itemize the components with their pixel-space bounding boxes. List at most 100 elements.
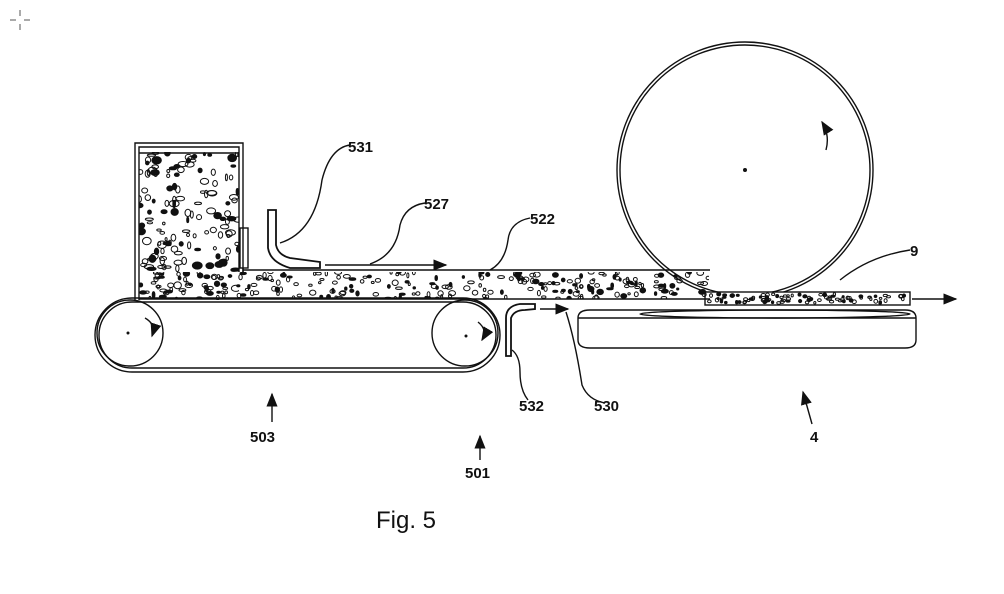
speckle <box>175 264 180 273</box>
label-501: 501 <box>465 465 490 482</box>
speckle <box>181 289 186 296</box>
speckle <box>204 230 210 235</box>
speckle <box>355 290 360 297</box>
speckle <box>846 295 852 300</box>
speckle <box>699 288 706 294</box>
speckle <box>521 278 528 285</box>
speckle <box>722 293 728 297</box>
speckle <box>684 272 691 278</box>
speckle <box>478 283 482 288</box>
speckle <box>670 291 678 296</box>
speckle <box>878 300 883 305</box>
speckle <box>153 276 159 283</box>
speckle <box>779 299 785 304</box>
speckle <box>729 293 735 298</box>
speckle <box>552 289 559 293</box>
speckle <box>407 282 411 287</box>
speckle <box>308 283 313 287</box>
speckle <box>157 264 166 269</box>
speckle <box>336 274 341 280</box>
figure-caption: Fig. 5 <box>376 507 436 534</box>
speckle <box>235 187 239 196</box>
speckle <box>716 291 722 297</box>
speckle <box>192 233 197 239</box>
press-platform <box>577 309 917 349</box>
speckle <box>159 288 168 293</box>
speckle <box>173 172 180 177</box>
speckle <box>151 291 156 299</box>
speckle <box>228 193 239 201</box>
speckle <box>339 290 347 295</box>
speckle <box>882 293 889 298</box>
speckle <box>278 286 284 293</box>
speckle <box>504 294 508 299</box>
speckle <box>669 282 676 289</box>
speckle <box>841 299 846 304</box>
speckle <box>790 293 794 298</box>
speckle <box>448 281 453 288</box>
speckle <box>719 297 724 301</box>
speckle <box>818 292 824 297</box>
speckle <box>159 230 166 235</box>
speckle <box>184 153 193 161</box>
speckle <box>226 215 237 222</box>
speckle <box>771 292 776 296</box>
speckle <box>296 293 303 298</box>
speckle <box>746 298 751 303</box>
speckle <box>184 208 192 217</box>
label-532: 532 <box>519 398 544 415</box>
speckle <box>224 210 232 218</box>
speckle <box>592 295 600 299</box>
speckle <box>319 278 325 282</box>
speckle <box>867 295 872 299</box>
speckle <box>218 275 225 280</box>
speckle <box>151 156 162 165</box>
speckle <box>162 221 166 226</box>
speckle <box>479 275 485 281</box>
speckle <box>426 296 432 299</box>
speckle <box>634 285 641 289</box>
speckle <box>832 292 837 297</box>
speckle <box>211 274 217 280</box>
speckle <box>262 277 269 281</box>
speckle <box>827 296 833 301</box>
speckle <box>199 190 206 194</box>
speckle <box>370 280 375 284</box>
speckle <box>139 282 144 288</box>
speckle <box>845 295 850 301</box>
speckle <box>227 153 238 163</box>
speckle <box>658 287 667 292</box>
speckle <box>440 294 444 299</box>
speckle <box>324 272 328 277</box>
speckle <box>216 290 222 294</box>
speckle <box>326 293 331 299</box>
speckle <box>497 275 505 279</box>
speckle <box>785 297 792 301</box>
speckle <box>553 281 561 286</box>
speckle <box>146 221 154 225</box>
speckle <box>627 292 631 296</box>
speckle <box>543 282 548 286</box>
speckle <box>758 295 763 299</box>
speckle <box>225 255 229 261</box>
label-9: 9 <box>910 243 918 260</box>
speckle <box>236 284 241 288</box>
speckle <box>181 229 191 233</box>
speckle <box>461 275 466 279</box>
speckle <box>349 283 354 289</box>
speckle <box>674 276 682 281</box>
speckle <box>209 226 217 234</box>
speckle <box>700 281 709 287</box>
speckle <box>150 169 160 176</box>
speckle <box>178 241 184 247</box>
speckle <box>139 195 142 203</box>
speckle <box>797 292 802 297</box>
speckle <box>201 282 208 288</box>
speckle <box>751 295 756 300</box>
speckle <box>156 228 162 232</box>
speckle <box>199 177 210 185</box>
speckle <box>168 166 178 171</box>
speckle <box>441 284 449 290</box>
speckle <box>175 185 181 194</box>
speckle <box>234 241 239 247</box>
